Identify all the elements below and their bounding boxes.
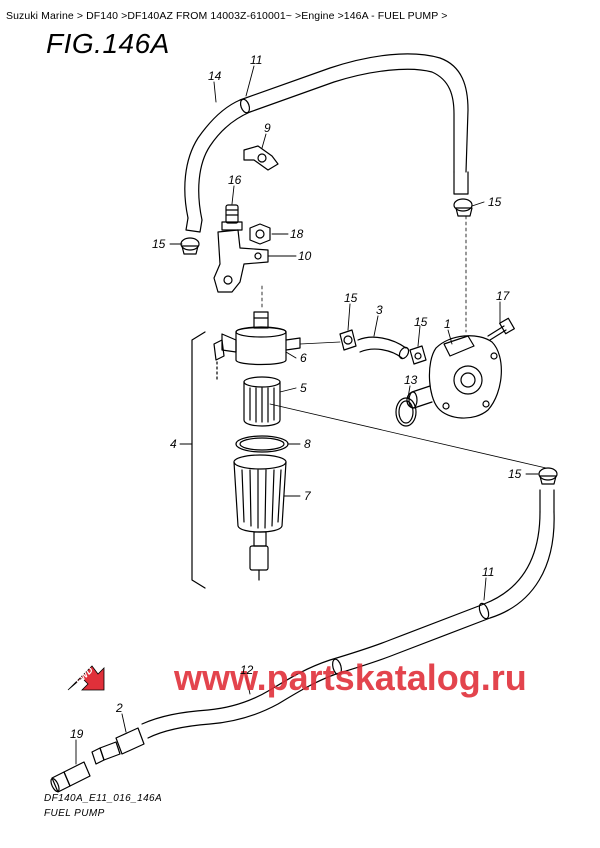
clamp-15-middle[interactable] — [339, 329, 357, 351]
callout-4[interactable]: 4 — [170, 437, 177, 451]
callout-15-upper-right[interactable]: 15 — [488, 195, 502, 209]
fwd-arrow: FWD — [67, 664, 105, 691]
callout-3[interactable]: 3 — [376, 303, 383, 317]
callout-11-bottom[interactable]: 11 — [482, 565, 494, 579]
callout-19[interactable]: 19 — [70, 727, 84, 741]
breadcrumb[interactable]: Suzuki Marine > DF140 >DF140AZ FROM 1400… — [6, 10, 448, 22]
filter-assembly-bracket-4 — [191, 331, 206, 589]
footer-diagram-name: FUEL PUMP — [44, 808, 105, 819]
bottom-fuel-hose[interactable] — [141, 489, 555, 739]
callout-13[interactable]: 13 — [404, 373, 418, 387]
clip-9[interactable] — [243, 145, 279, 171]
fitting-19[interactable] — [49, 761, 91, 793]
clamp-15-lower-right[interactable] — [538, 467, 558, 485]
callout-15-middle[interactable]: 15 — [344, 291, 358, 305]
callout-labels: 14 11 9 16 15 15 18 10 15 3 15 1 17 13 6… — [70, 53, 522, 741]
hose-3[interactable] — [357, 336, 410, 360]
o-ring-13[interactable] — [395, 397, 417, 427]
callout-15-pump[interactable]: 15 — [414, 315, 428, 329]
clamp-15-left[interactable] — [180, 237, 200, 255]
fuel-pump-1[interactable] — [406, 335, 502, 419]
watermark-text: www.partskatalog.ru — [173, 657, 527, 698]
callout-16[interactable]: 16 — [228, 173, 242, 187]
clamp-15-upper-right[interactable] — [453, 198, 473, 217]
callout-15-lower-right[interactable]: 15 — [508, 467, 522, 481]
callout-8[interactable]: 8 — [304, 437, 311, 451]
filter-bowl-7[interactable] — [233, 454, 287, 581]
callout-11-top[interactable]: 11 — [250, 53, 262, 67]
top-fuel-hose[interactable] — [184, 53, 469, 233]
callout-14[interactable]: 14 — [208, 69, 222, 83]
o-ring-8[interactable] — [235, 435, 289, 453]
figure-title: FIG.146A — [46, 28, 170, 59]
footer-diagram-code: DF140A_E11_016_146A — [44, 793, 163, 804]
filter-element-5[interactable] — [243, 376, 281, 427]
callout-12[interactable]: 12 — [240, 663, 254, 677]
screw-17[interactable] — [487, 317, 515, 341]
callout-5[interactable]: 5 — [300, 381, 307, 395]
callout-18[interactable]: 18 — [290, 227, 304, 241]
callout-17[interactable]: 17 — [496, 289, 511, 303]
bolt-16[interactable] — [221, 204, 243, 231]
leader-lines — [75, 65, 539, 765]
nut-18[interactable] — [249, 223, 271, 245]
callout-15-left[interactable]: 15 — [152, 237, 166, 251]
callout-6[interactable]: 6 — [300, 351, 307, 365]
clamp-15-pump[interactable] — [409, 345, 427, 365]
callout-2[interactable]: 2 — [115, 701, 123, 715]
callout-9[interactable]: 9 — [264, 121, 271, 135]
bracket-10[interactable] — [213, 229, 269, 293]
callout-7[interactable]: 7 — [304, 489, 312, 503]
fitting-2[interactable] — [91, 727, 145, 765]
callout-10[interactable]: 10 — [298, 249, 312, 263]
guide-lines — [261, 215, 547, 469]
filter-head-6[interactable] — [213, 311, 301, 381]
callout-1[interactable]: 1 — [444, 317, 451, 331]
